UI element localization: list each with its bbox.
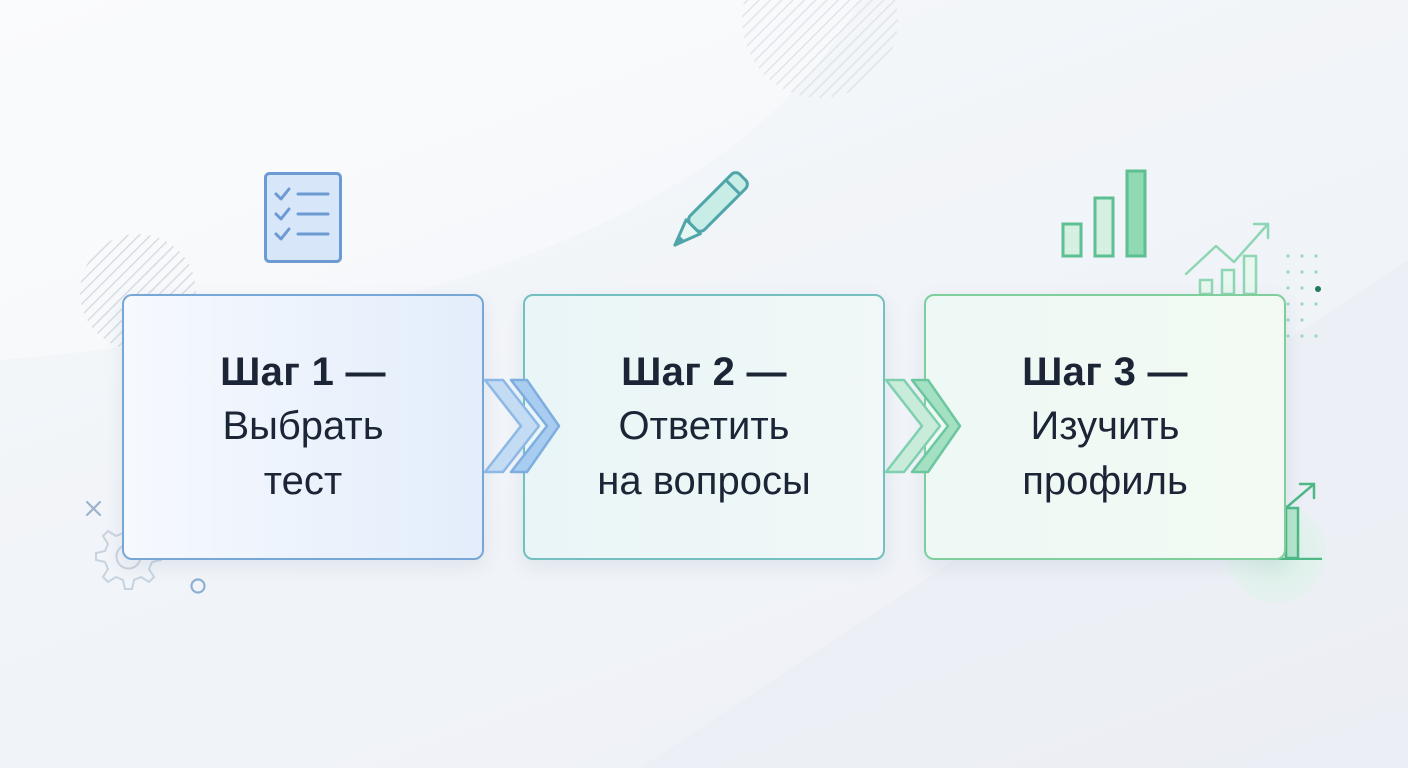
step-label-line-2: тест (263, 459, 343, 503)
step-card-1: Шаг 1 — Выбрать тест (122, 294, 484, 560)
ring-icon (190, 578, 206, 594)
step-label-line-1: Ответить (618, 404, 790, 448)
step-label-line-2: на вопросы (597, 459, 811, 503)
step-label-line-2: профиль (1022, 459, 1188, 503)
double-chevron-right-icon (884, 378, 962, 474)
cross-icon (85, 500, 102, 517)
step-text-1: Шаг 1 — Выбрать тест (220, 345, 386, 509)
double-chevron-right-icon (483, 378, 561, 474)
trend-chart-icon (1184, 222, 1270, 296)
step-title: Шаг 1 — (220, 350, 386, 394)
step-label-line-1: Выбрать (222, 404, 384, 448)
checklist-icon (264, 172, 342, 263)
dot-grid-icon (1286, 254, 1321, 338)
pencil-icon (673, 171, 749, 247)
step-title: Шаг 3 — (1022, 350, 1188, 394)
step-title: Шаг 2 — (621, 350, 787, 394)
bar-chart-icon (1061, 169, 1147, 258)
step-label-line-1: Изучить (1030, 404, 1180, 448)
step-text-3: Шаг 3 — Изучить профиль (1022, 345, 1188, 509)
step-text-2: Шаг 2 — Ответить на вопросы (597, 345, 810, 509)
step-card-2: Шаг 2 — Ответить на вопросы (523, 294, 885, 560)
step-card-3: Шаг 3 — Изучить профиль (924, 294, 1286, 560)
